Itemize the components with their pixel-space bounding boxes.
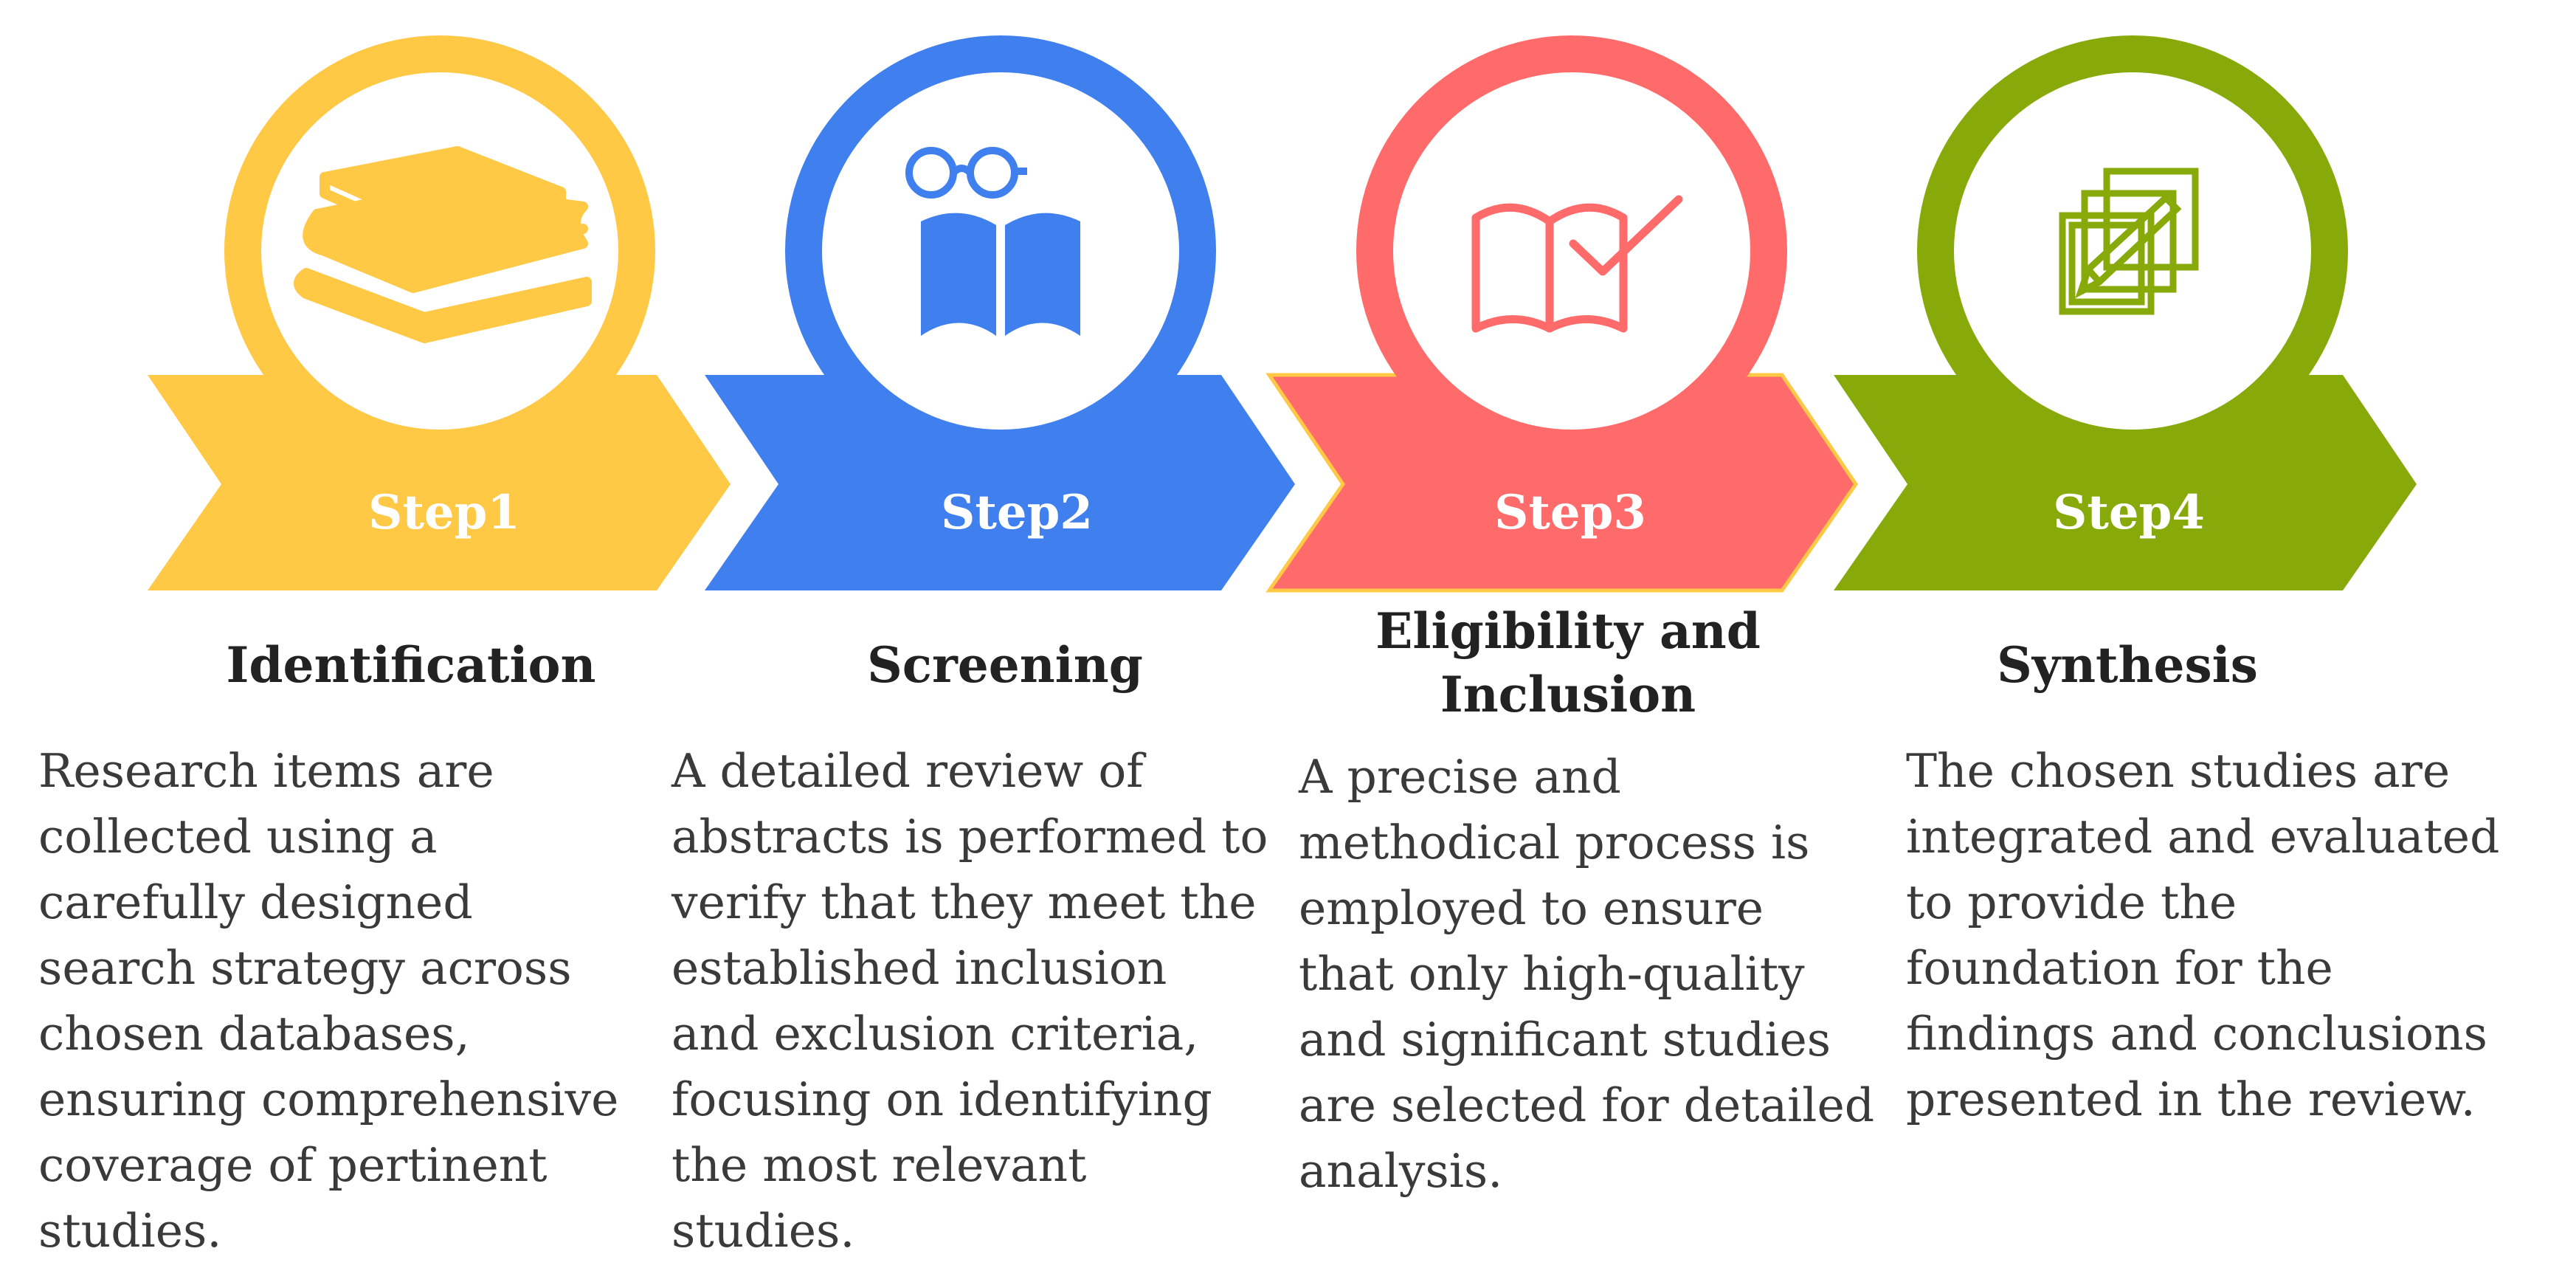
books-stack-icon [294, 146, 592, 343]
step1-label: Step1 [368, 485, 520, 540]
step3-description: A precise and methodical process is empl… [1299, 750, 1875, 1198]
step2-description: A detailed review of abstracts is perfor… [671, 744, 1268, 1258]
step2-group: Step2 [705, 35, 1295, 590]
documents-edit-icon [2059, 168, 2199, 315]
step3-ring-inner [1393, 72, 1750, 430]
step2-ring-inner [822, 72, 1179, 430]
step2-arrow [705, 375, 1295, 590]
step2-title: Screening [867, 636, 1143, 694]
step4-arrow [1834, 375, 2417, 590]
step1-arrow [148, 375, 731, 590]
step1-description: Research items are collected using a car… [38, 744, 619, 1258]
step4-label: Step4 [2053, 485, 2205, 540]
step4-description: The chosen studies are integrated and ev… [1906, 744, 2500, 1126]
step4-title: Synthesis [1997, 636, 2258, 694]
step3-arrow [1265, 373, 1859, 593]
book-checkmark-icon [1471, 195, 1683, 333]
reading-glasses-book-icon [905, 147, 1080, 336]
step1-group: Step1 [148, 35, 731, 590]
step3-title: Eligibility and Inclusion [1375, 602, 1761, 723]
step3-label: Step3 [1494, 485, 1646, 540]
step1-title: Identification [226, 636, 596, 694]
step2-label: Step2 [941, 485, 1093, 540]
step4-group: Step4 [1834, 35, 2417, 590]
step3-group: Step3 [1265, 35, 1859, 593]
